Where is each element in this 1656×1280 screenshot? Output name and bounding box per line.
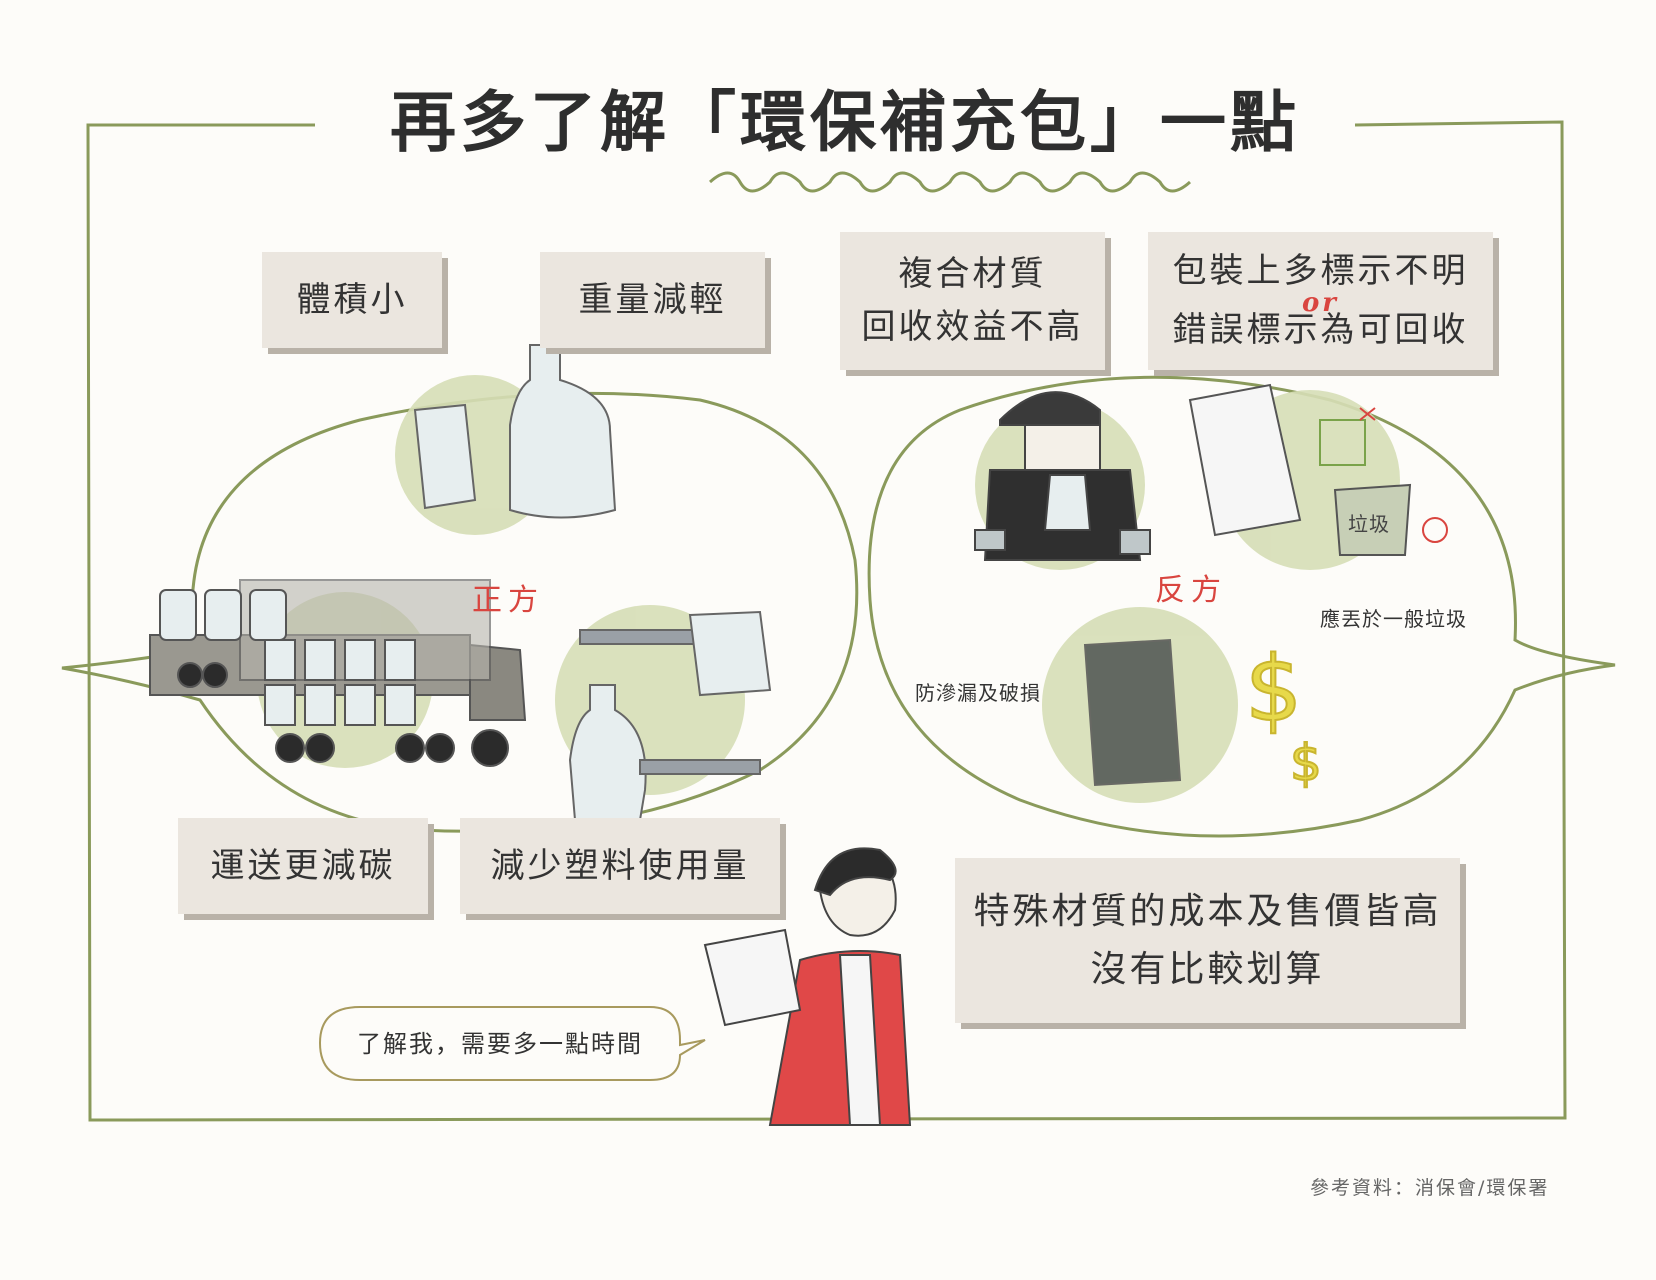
cons-label-line: 錯誤標示為可回收 xyxy=(1172,310,1469,350)
truck-illustration xyxy=(149,579,527,767)
cons-label-high-cost: 特殊材質的成本及售價皆高 沒有比較划算 xyxy=(955,858,1460,1023)
pros-label-text: 重量減輕 xyxy=(578,279,727,320)
cons-bubble-outline xyxy=(867,375,1616,838)
pros-label-lower-carbon-transport: 運送更減碳 xyxy=(178,818,428,914)
cons-side-label: 反方 xyxy=(1155,573,1227,608)
recycling-worker-illustration xyxy=(974,391,1151,561)
speech-bubble-outline xyxy=(318,1006,706,1081)
pros-label-text: 運送更減碳 xyxy=(210,845,396,886)
person-illustration xyxy=(703,847,912,1126)
cons-label-line: 包裝上多標示不明 xyxy=(1172,251,1469,292)
pros-label-small-volume: 體積小 xyxy=(262,252,442,348)
wrong-label-document-illustration xyxy=(1188,383,1448,556)
expensive-pouch-illustration: $ $ xyxy=(1083,636,1323,793)
pros-label-text: 體積小 xyxy=(296,279,408,320)
cons-label-line: 特殊材質的成本及售價皆高 xyxy=(973,890,1442,932)
pouch-vs-bottle-illustration xyxy=(568,610,772,821)
dispose-note: 應丟於一般垃圾 xyxy=(1320,607,1467,631)
cons-label-line: 複合材質 xyxy=(898,254,1047,295)
reference-source: 參考資料：消保會/環保署 xyxy=(1310,1177,1550,1199)
speech-bubble-text: 了解我，需要多一點時間 xyxy=(357,1029,643,1058)
pros-bubble-outline xyxy=(61,391,859,833)
leak-proof-note: 防滲漏及破損 xyxy=(915,681,1041,705)
pros-label-text: 減少塑料使用量 xyxy=(490,845,750,886)
bin-label: 垃圾 xyxy=(1348,512,1390,536)
pouch-and-bottle-illustration xyxy=(413,344,617,519)
pros-side-label: 正方 xyxy=(472,583,544,618)
page-title: 再多了解「環保補充包」一點 xyxy=(390,84,1300,161)
cons-label-composite-material: 複合材質 回收效益不高 xyxy=(840,232,1105,370)
pros-label-lighter-weight: 重量減輕 xyxy=(540,252,765,348)
title-squiggle-decoration xyxy=(708,171,1192,193)
svg-text:$: $ xyxy=(1245,637,1302,742)
pros-label-less-plastic: 減少塑料使用量 xyxy=(460,818,780,914)
cons-label-line: 回收效益不高 xyxy=(861,307,1084,347)
cons-label-line: 沒有比較划算 xyxy=(1090,948,1325,990)
svg-text:$: $ xyxy=(1290,734,1322,792)
cons-label-unclear-labeling: 包裝上多標示不明 or 錯誤標示為可回收 xyxy=(1148,232,1493,370)
